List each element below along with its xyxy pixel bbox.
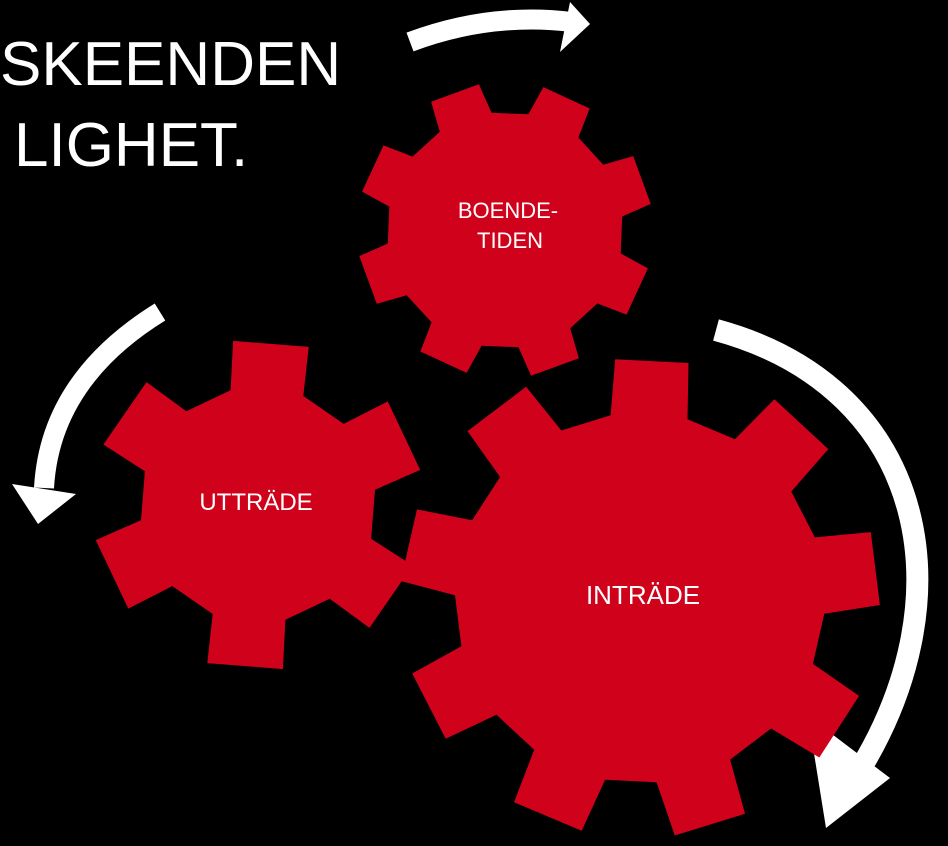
gear-uttrade-label: UTTRÄDE <box>199 489 312 516</box>
arrow-left <box>12 303 166 524</box>
gear-uttrade <box>95 340 421 670</box>
gear-boendetiden-label-line-1: BOENDE- <box>458 198 558 223</box>
slide-title-line-1: SKEENDEN <box>0 30 342 99</box>
slide-title-line-2: LIGHET. <box>14 111 249 180</box>
gear-boendetiden-label-line-2: TIDEN <box>477 228 543 253</box>
gear-boendetiden <box>359 84 651 376</box>
arrow-right <box>713 319 929 828</box>
gear-intrade-label: INTRÄDE <box>586 580 700 610</box>
gear-intrade <box>400 359 880 836</box>
arrow-top <box>406 2 590 52</box>
